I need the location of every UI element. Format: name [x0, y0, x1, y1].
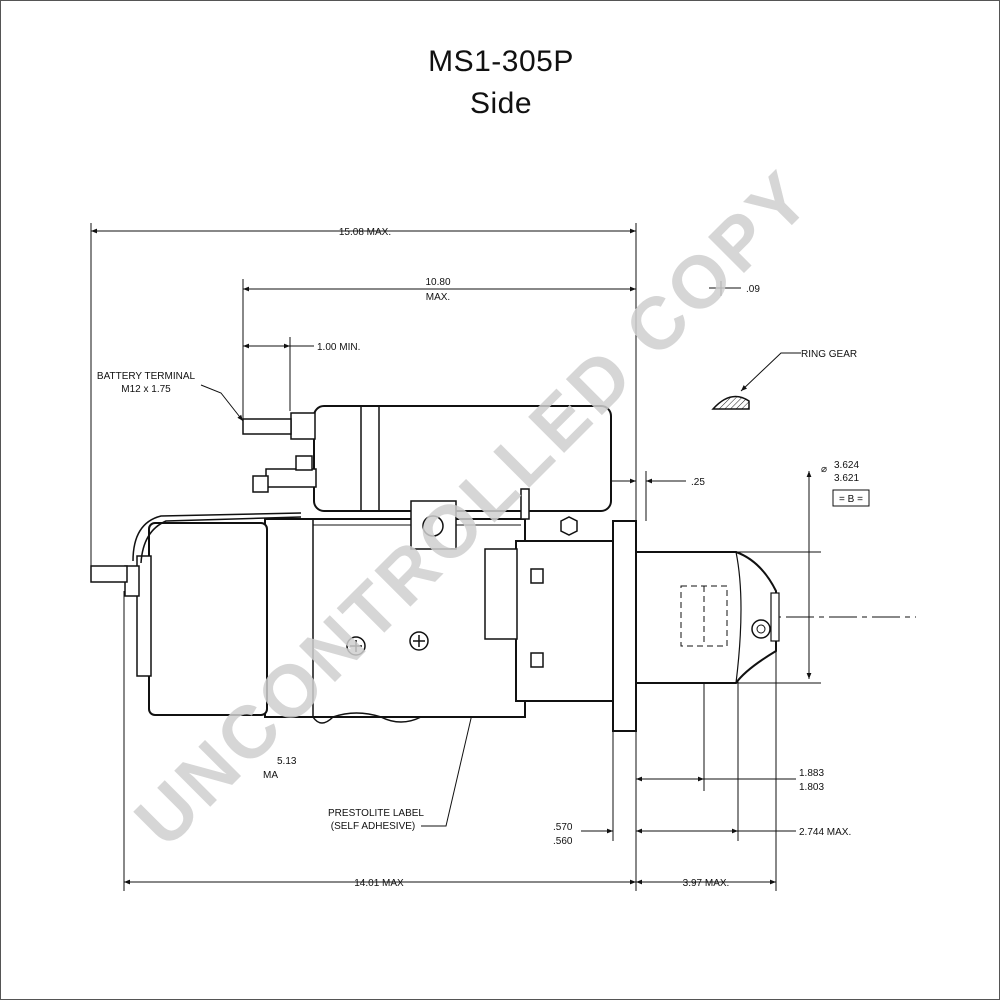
view-subtitle: Side — [469, 87, 533, 120]
dim-flange-offset-lower: .560 — [553, 836, 573, 847]
solenoid-body — [313, 405, 612, 512]
dimension-lines — [91, 228, 812, 885]
dim-overall-length: 15.08 MAX. — [339, 227, 391, 238]
dim-partial: .09 — [746, 284, 760, 295]
dim-terminal-min: 1.00 MIN. — [317, 342, 360, 353]
label-area — [484, 548, 518, 640]
dim-solenoid-length-1: 10.80 — [425, 277, 450, 288]
starter-motor — [90, 405, 780, 732]
drive-housing — [515, 540, 617, 702]
uncontrolled-copy-watermark: UNCONTROLLED COPY — [119, 154, 828, 863]
dim-gear-pos-upper: 1.883 — [799, 768, 824, 779]
dim-partial-height-unit: MA — [263, 770, 278, 781]
dim-body-length: 14.01 MAX — [354, 878, 404, 889]
dim-solenoid-length-2: MAX. — [426, 292, 450, 303]
part-number-title: MS1-305P — [428, 45, 574, 78]
dim-nose-max: 2.744 MAX. — [799, 827, 851, 838]
callout-ring-gear: RING GEAR — [801, 349, 857, 360]
nose-housing — [635, 551, 777, 684]
dim-nose-length: 3.97 MAX. — [683, 878, 730, 889]
dim-gear-pos-lower: 1.803 — [799, 782, 824, 793]
diameter-symbol: ⌀ — [821, 464, 827, 475]
datum-label: = B = — [839, 494, 863, 505]
dim-partial-height: 5.13 — [277, 756, 297, 767]
callout-label-2: (SELF ADHESIVE) — [331, 821, 415, 832]
dim-pilot-dia-upper: 3.624 — [834, 460, 859, 471]
callout-battery-terminal-1: BATTERY TERMINAL — [97, 371, 196, 382]
callout-battery-terminal-2: M12 x 1.75 — [121, 384, 171, 395]
callout-label-1: PRESTOLITE LABEL — [328, 808, 424, 819]
rear-stud — [90, 565, 128, 583]
ring-gear-section — [711, 395, 750, 410]
dim-flange-offset-upper: .570 — [553, 822, 573, 833]
motor-frame — [264, 518, 526, 718]
datum-box — [832, 489, 870, 507]
dim-pilot-dia-lower: 3.621 — [834, 473, 859, 484]
mounting-flange — [612, 520, 637, 732]
thru-bolt-heads — [346, 631, 429, 656]
pinion-hidden-lines — [680, 585, 728, 647]
dim-flange-thickness: .25 — [691, 477, 705, 488]
battery-terminal-stud — [242, 418, 292, 435]
